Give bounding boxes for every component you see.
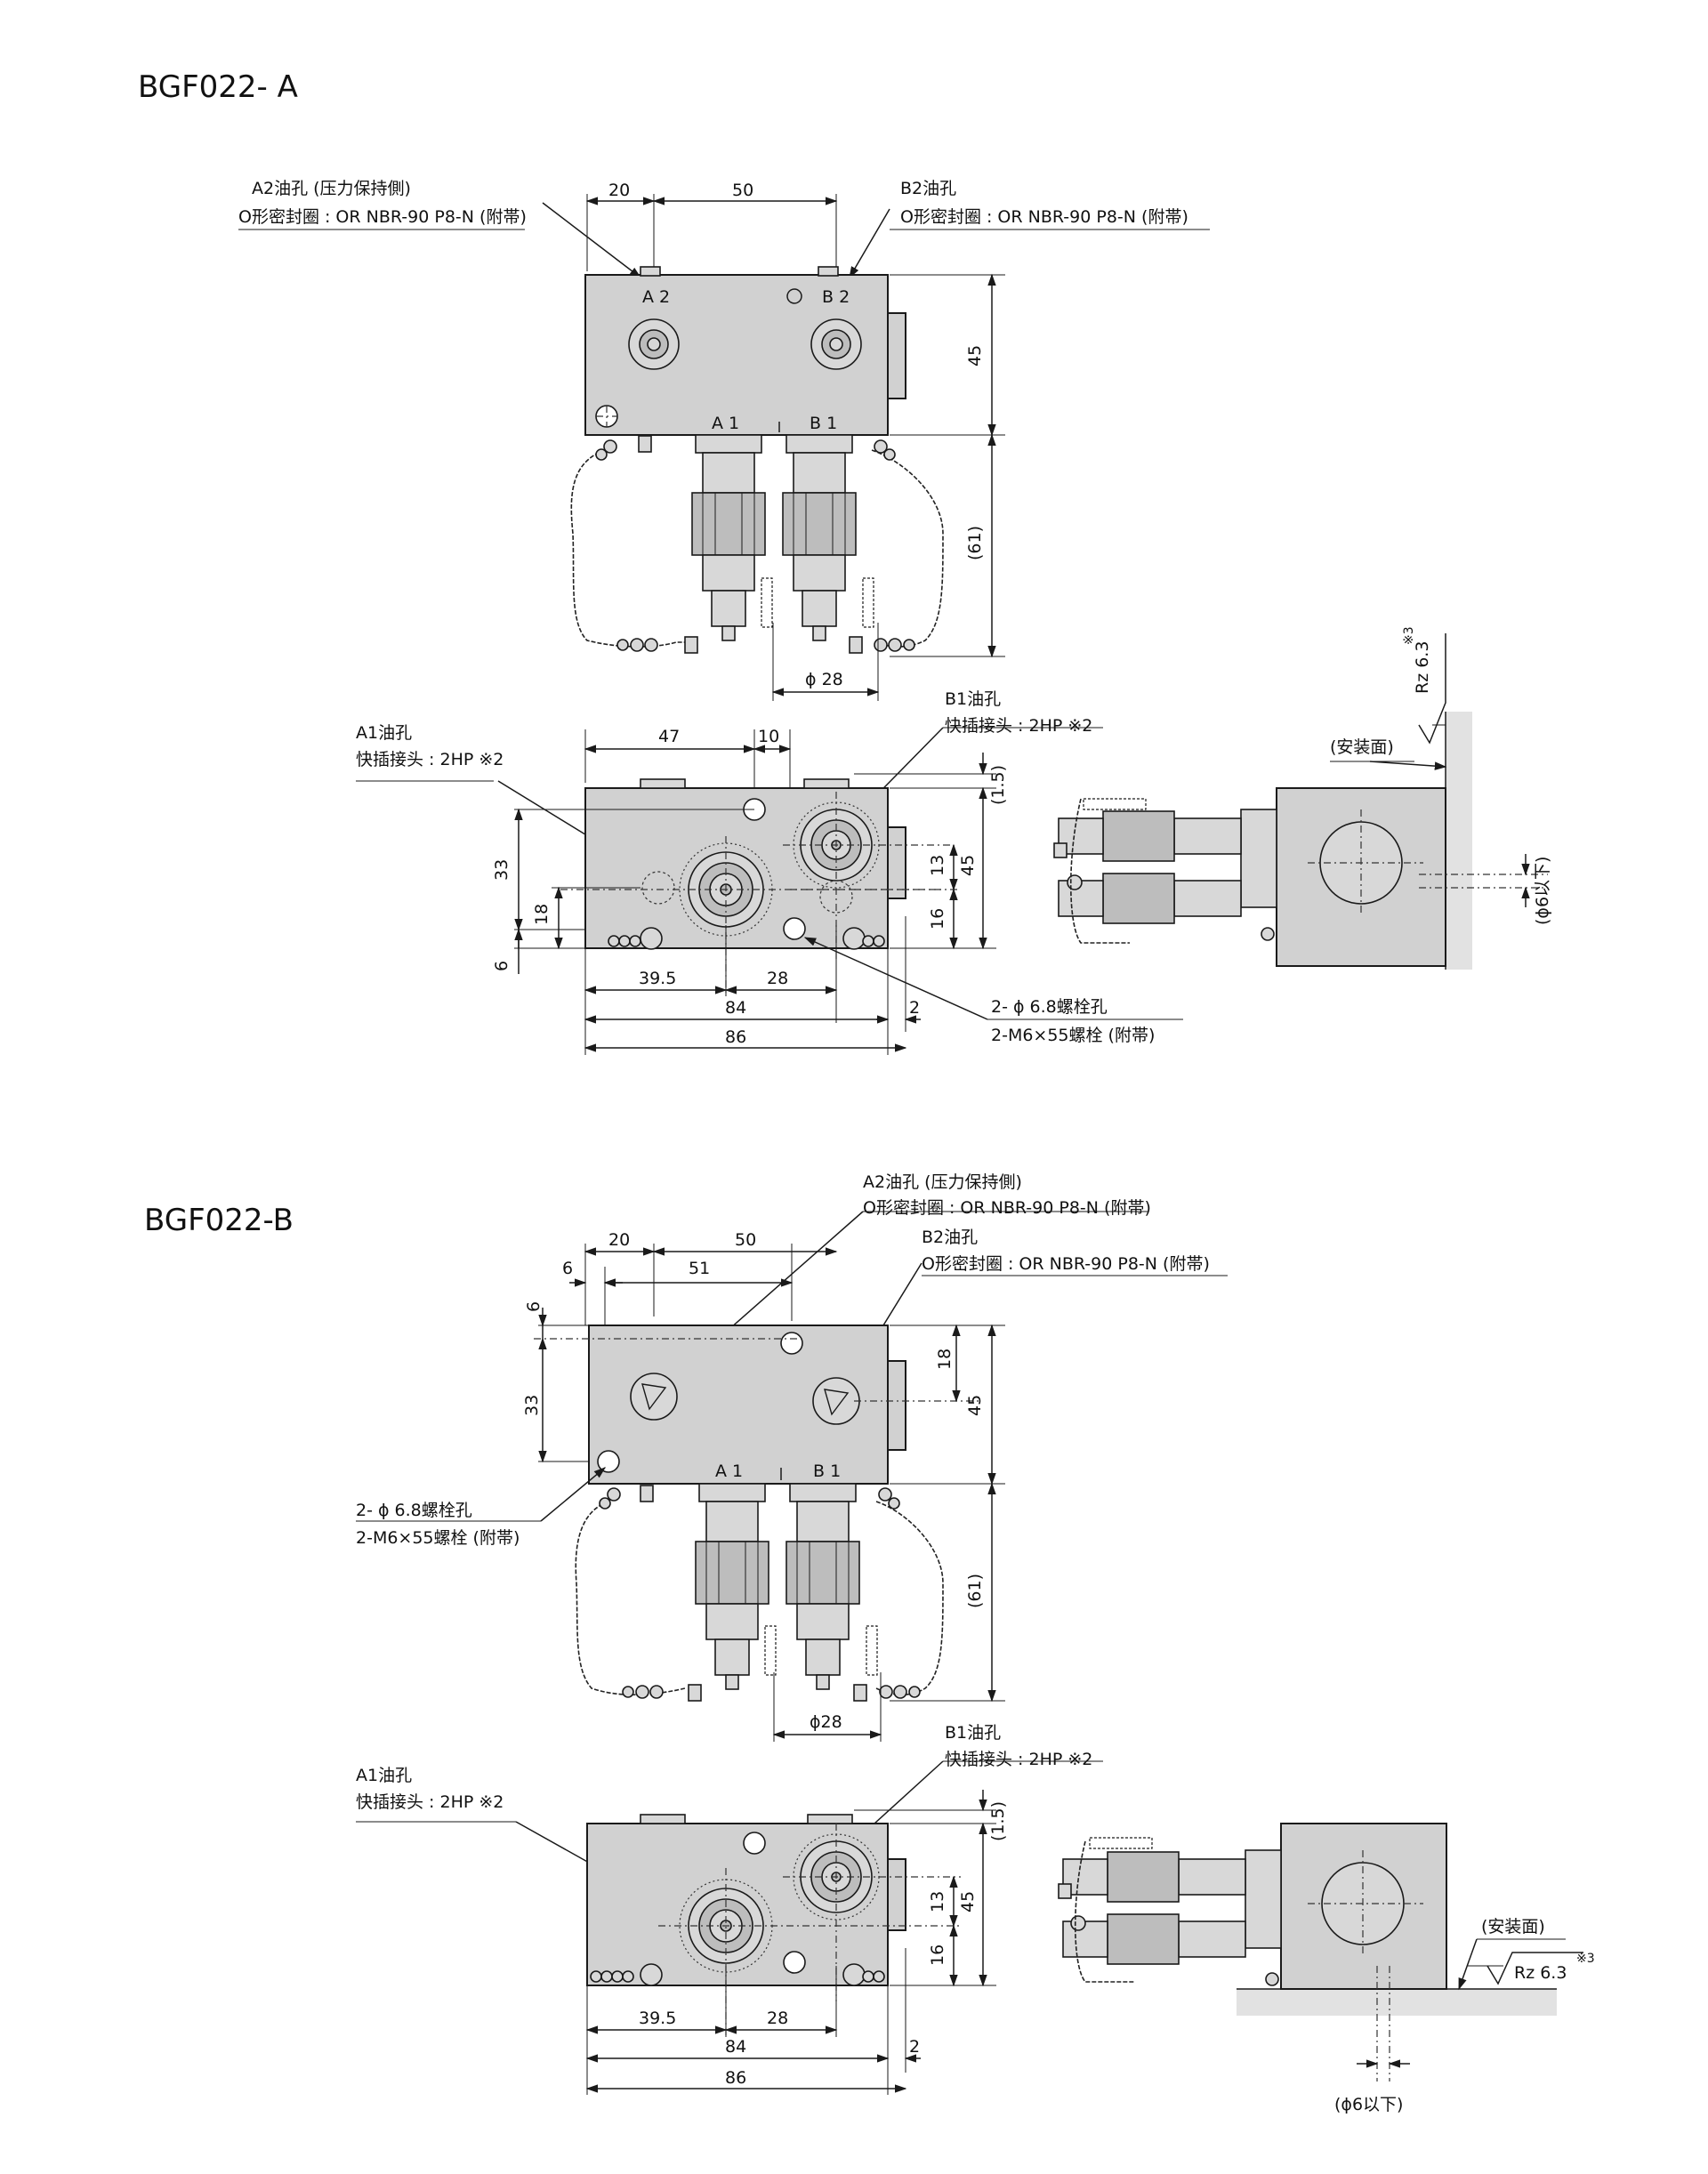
b-top-dim-6b: 6	[524, 1301, 544, 1312]
a-front-dim-28: 28	[767, 969, 788, 988]
a-front-dim-86: 86	[725, 1027, 746, 1047]
b-top-dim-6a: 6	[562, 1259, 573, 1278]
a-top-dim-50: 50	[732, 181, 753, 200]
a-top-callout-left-2: O形密封圈 : OR NBR-90 P8-N (附帯)	[238, 207, 527, 227]
b-top-view	[356, 1211, 1228, 1742]
b-front-dim-15: (1.5)	[988, 1801, 1008, 1841]
a-top-dim-61: (61)	[965, 526, 985, 560]
b-side-note: ※3	[1576, 1952, 1595, 1966]
b-front-callout-b1-2: 快插接头 : 2HP ※2	[945, 1750, 1092, 1769]
a-side-view	[1053, 633, 1548, 970]
b-top-callout-right-2: O形密封圈 : OR NBR-90 P8-N (附帯)	[922, 1254, 1210, 1274]
b-top-phi28: ϕ28	[810, 1712, 842, 1732]
b-side-view	[1058, 1823, 1583, 2081]
a-top-callout-left-1: A2油孔 (压力保持側)	[252, 179, 411, 198]
b-top-dim-50: 50	[735, 1230, 756, 1250]
b-side-phi: (ϕ6以下)	[1334, 2095, 1403, 2114]
b-front-callout-a1-2: 快插接头 : 2HP ※2	[356, 1792, 504, 1812]
b-top-callout-left-2: O形密封圈 : OR NBR-90 P8-N (附帯)	[863, 1198, 1151, 1218]
a-port-a2: A 2	[642, 287, 670, 307]
a-front-dim-33: 33	[492, 859, 512, 881]
section-b-title: BGF022-B	[144, 1203, 294, 1238]
b-front-dim-2: 2	[909, 2037, 920, 2057]
a-top-phi28: ϕ 28	[805, 670, 843, 689]
a-top-callout-right-2: O形密封圈 : OR NBR-90 P8-N (附帯)	[900, 207, 1188, 227]
a-top-dim-45: 45	[965, 345, 985, 366]
a-front-dim-13: 13	[928, 855, 947, 876]
b-side-mount: (安装面)	[1481, 1917, 1545, 1936]
a-port-a1: A 1	[712, 414, 739, 433]
b-top-dim-33: 33	[522, 1395, 542, 1416]
a-side-phi: (ϕ6以下)	[1533, 857, 1552, 925]
b-side-rz: Rz 6.3	[1514, 1963, 1567, 1983]
b-top-callout-left-1: A2油孔 (压力保持側)	[863, 1172, 1022, 1192]
a-front-callout-a1-1: A1油孔	[356, 723, 412, 743]
a-port-b2: B 2	[822, 287, 850, 307]
a-front-bolt-2: 2-M6×55螺栓 (附帯)	[991, 1026, 1155, 1045]
a-front-dim-47: 47	[658, 727, 680, 746]
a-top-dim-20: 20	[608, 181, 630, 200]
b-top-dim-45: 45	[965, 1395, 985, 1416]
a-front-dim-10: 10	[758, 727, 779, 746]
a-front-dim-6: 6	[492, 961, 512, 971]
a-front-dim-18: 18	[532, 904, 552, 925]
a-side-mount: (安装面)	[1330, 737, 1394, 757]
a-top-view	[238, 194, 1210, 701]
b-front-callout-b1-1: B1油孔	[945, 1723, 1001, 1743]
b-top-bolt-2: 2-M6×55螺栓 (附帯)	[356, 1528, 520, 1548]
b-front-dim-16: 16	[928, 1945, 947, 1966]
b-front-dim-84: 84	[725, 2037, 746, 2057]
b-front-dim-13: 13	[928, 1891, 947, 1912]
b-top-dim-61: (61)	[965, 1574, 985, 1608]
section-a-title: BGF022- A	[138, 69, 298, 105]
a-side-note: ※3	[1402, 626, 1416, 645]
a-front-view	[356, 727, 1183, 1055]
a-front-bolt-1: 2- ϕ 6.8螺栓孔	[991, 997, 1108, 1017]
b-top-dim-51: 51	[689, 1259, 710, 1278]
b-top-dim-18: 18	[935, 1349, 955, 1370]
b-front-dim-45: 45	[958, 1891, 978, 1912]
b-port-b1: B 1	[813, 1461, 841, 1481]
b-front-dim-86: 86	[725, 2068, 746, 2088]
a-port-b1: B 1	[810, 414, 837, 433]
a-side-rz: Rz 6.3	[1413, 641, 1432, 694]
b-front-callout-a1-1: A1油孔	[356, 1766, 412, 1785]
a-front-dim-2: 2	[909, 998, 920, 1018]
b-top-dim-20: 20	[608, 1230, 630, 1250]
a-front-callout-b1-2: 快插接头 : 2HP ※2	[945, 716, 1092, 736]
b-port-a1: A 1	[715, 1461, 743, 1481]
a-front-callout-a1-2: 快插接头 : 2HP ※2	[356, 750, 504, 769]
a-front-dim-16: 16	[928, 908, 947, 930]
b-front-dim-395: 39.5	[639, 2009, 676, 2028]
b-front-dim-28: 28	[767, 2009, 788, 2028]
b-top-callout-right-1: B2油孔	[922, 1228, 978, 1247]
a-front-dim-395: 39.5	[639, 969, 676, 988]
a-front-callout-b1-1: B1油孔	[945, 689, 1001, 709]
a-front-dim-45: 45	[958, 855, 978, 876]
a-front-dim-15: (1.5)	[988, 765, 1008, 805]
b-top-bolt-1: 2- ϕ 6.8螺栓孔	[356, 1501, 472, 1520]
a-front-dim-84: 84	[725, 998, 746, 1018]
a-top-callout-right-1: B2油孔	[900, 179, 956, 198]
b-front-view	[356, 1760, 1103, 2095]
